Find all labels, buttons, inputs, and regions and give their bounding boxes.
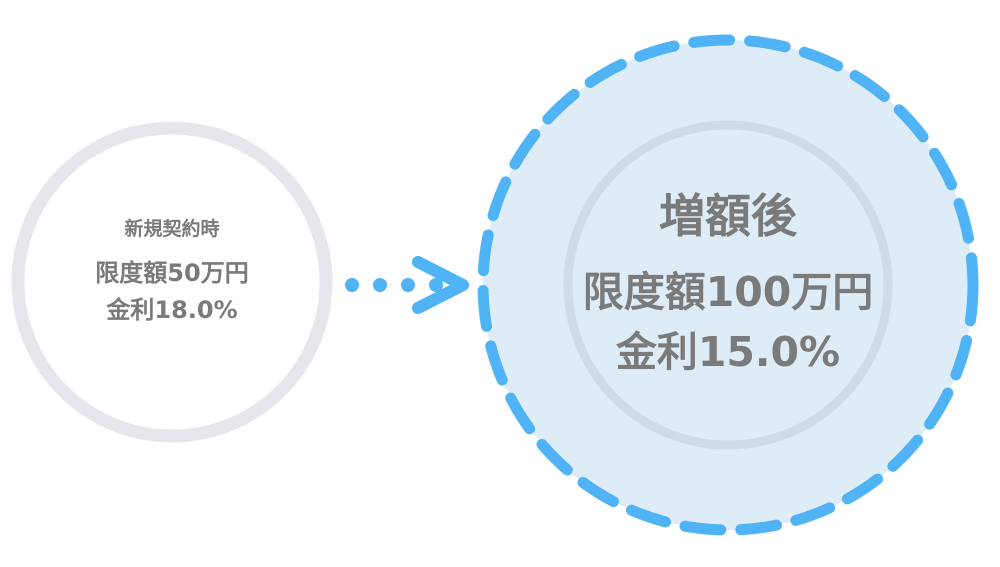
after-title: 増額後 bbox=[659, 189, 797, 243]
arrow-dot bbox=[345, 278, 359, 292]
after-rate: 金利15.0% bbox=[615, 328, 841, 376]
dotted-arrow-icon bbox=[345, 256, 469, 314]
arrow-dot bbox=[429, 278, 443, 292]
after-circle-fill bbox=[483, 40, 973, 530]
before-title: 新規契約時 bbox=[124, 218, 220, 240]
after-dashed-ring bbox=[477, 34, 979, 536]
before-circle bbox=[11, 121, 333, 443]
before-limit: 限度額50万円 bbox=[95, 259, 249, 287]
arrow-head bbox=[412, 256, 469, 314]
before-rate: 金利18.0% bbox=[106, 296, 238, 324]
after-inner-ring bbox=[563, 120, 893, 450]
after-limit: 限度額100万円 bbox=[582, 268, 874, 316]
arrow-dot bbox=[401, 278, 415, 292]
arrow-dot bbox=[373, 278, 387, 292]
